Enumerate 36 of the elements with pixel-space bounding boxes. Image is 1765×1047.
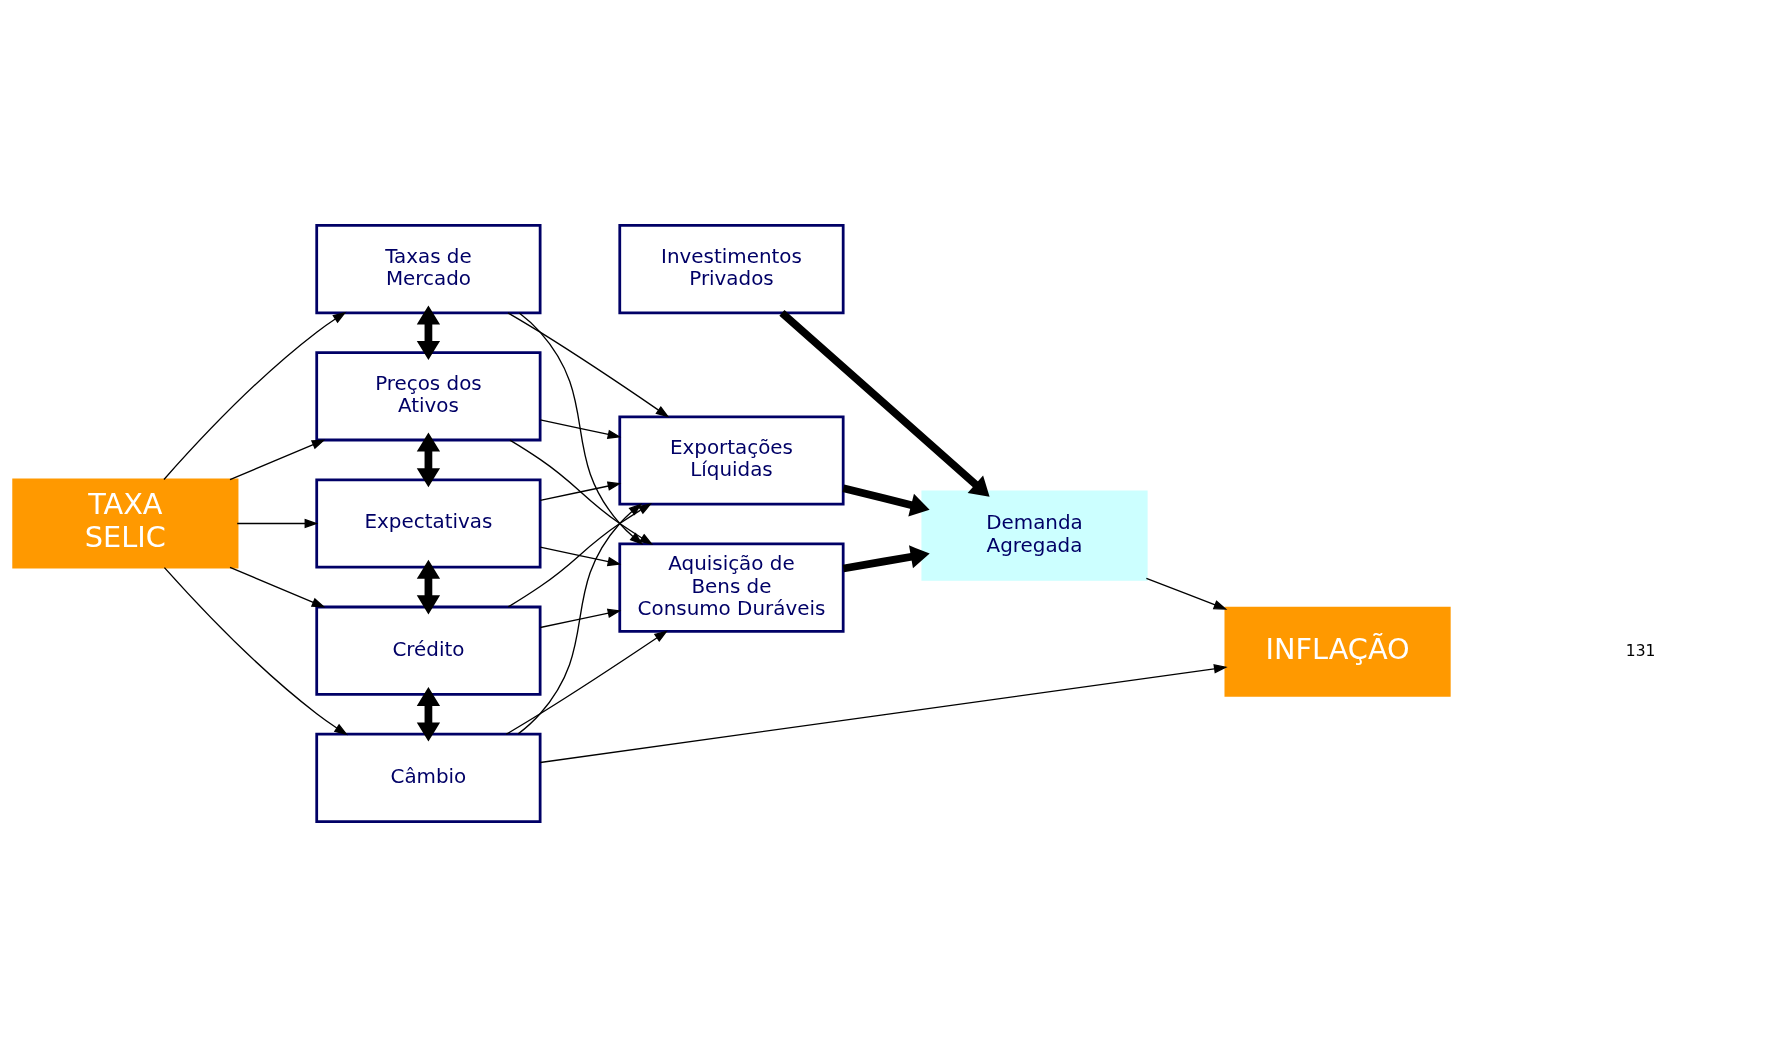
arrow [841, 484, 930, 517]
arrow [778, 309, 990, 497]
arrow [416, 686, 440, 742]
arrow [228, 566, 325, 608]
node-box: TAXA SELIC [11, 478, 238, 569]
label: 131 [1625, 641, 1655, 660]
arrow [539, 664, 1228, 764]
arrow [539, 608, 621, 629]
arrow [228, 439, 325, 481]
arrow [506, 312, 669, 418]
arrow [416, 432, 440, 488]
arrow [416, 305, 440, 360]
arrow [539, 419, 621, 440]
arrow [416, 559, 440, 615]
arrow [518, 312, 643, 545]
arrow [505, 630, 668, 735]
node-box: Demanda Agregada [920, 490, 1148, 581]
node-box: Aquisição de Bens de Consumo Duráveis [617, 542, 845, 633]
arrow [517, 503, 642, 735]
node-box: Câmbio [314, 732, 541, 823]
node-box: INFLAÇÃO [1224, 606, 1451, 697]
node-box: Investimentos Privados [617, 224, 845, 315]
node-box: Taxas de Mercado [314, 224, 541, 315]
node-box: Crédito [314, 605, 541, 696]
node-box: Exportações Líquidas [617, 415, 845, 506]
arrow [1145, 577, 1227, 610]
arrow [539, 546, 621, 567]
arrow [236, 518, 318, 529]
node-box: Preços dos Ativos [314, 351, 541, 442]
node-box: Expectativas [314, 478, 541, 569]
arrow [508, 439, 653, 545]
arrow [539, 481, 621, 501]
arrow [507, 503, 652, 608]
arrow [162, 311, 346, 481]
arrow [163, 566, 348, 736]
arrow [842, 545, 930, 573]
